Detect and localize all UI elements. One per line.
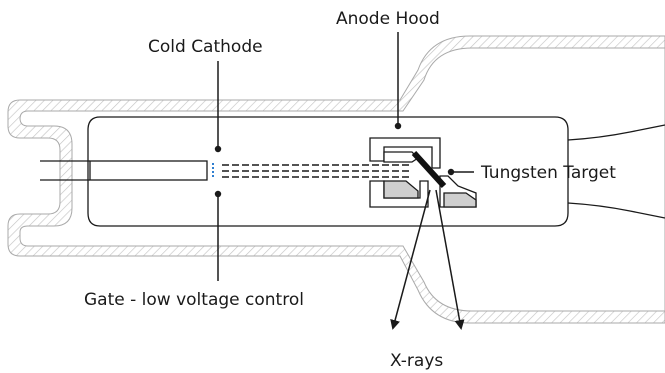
cathode-rod bbox=[89, 160, 208, 181]
glass-envelope bbox=[7, 35, 665, 324]
xrays-label: X-rays bbox=[390, 351, 443, 371]
xray-arrow-right bbox=[435, 189, 465, 330]
anode-hood-lower-fill bbox=[383, 180, 419, 199]
cold-cathode-dot bbox=[214, 145, 222, 153]
cold-cathode-tip bbox=[212, 163, 214, 177]
tungsten-target-dot bbox=[447, 168, 455, 176]
tungsten-target-label: Tungsten Target bbox=[480, 163, 616, 183]
xray-arrow-left bbox=[390, 189, 431, 330]
anode-hood-upper bbox=[369, 137, 441, 169]
tube-neck-bottom bbox=[567, 202, 665, 219]
gate-label: Gate - low voltage control bbox=[84, 290, 304, 310]
gate-dot bbox=[214, 190, 222, 198]
target-holder-fill bbox=[443, 192, 477, 208]
tungsten-target bbox=[411, 150, 447, 189]
electron-beam bbox=[222, 164, 412, 178]
anode-hood-upper-inner bbox=[383, 151, 420, 163]
cold-cathode-label: Cold Cathode bbox=[148, 37, 263, 57]
tube-neck-top bbox=[567, 124, 665, 141]
anode-hood-label: Anode Hood bbox=[336, 9, 440, 29]
anode-hood-dot bbox=[394, 122, 402, 130]
